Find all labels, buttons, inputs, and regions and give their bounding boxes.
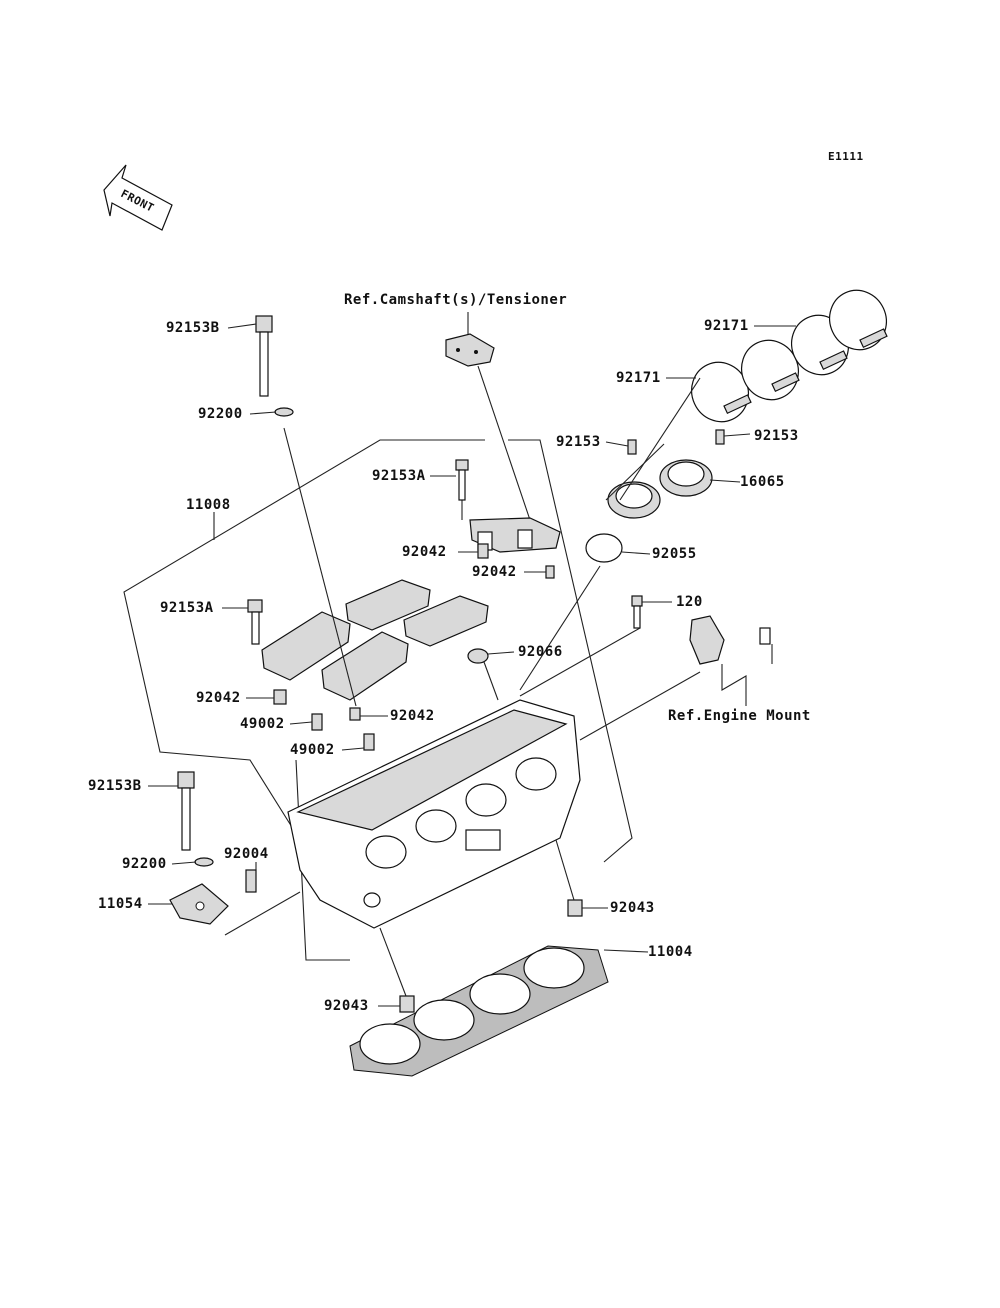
part-label: 92153 <box>556 434 601 450</box>
dowel-92042-b <box>545 565 555 579</box>
part-label: 92004 <box>224 846 269 862</box>
part-label: 92042 <box>196 690 241 706</box>
cam-caps-left <box>261 579 489 701</box>
diagram-code: E1111 <box>828 150 864 163</box>
part-label: 92042 <box>390 708 435 724</box>
part-label: 92153B <box>88 778 142 794</box>
ref-engine-mount-label: Ref.Engine Mount <box>668 708 811 724</box>
bolt-92153A-upper <box>455 459 469 501</box>
head-gasket-11004 <box>349 945 609 1077</box>
part-label: 92042 <box>402 544 447 560</box>
part-label: 11054 <box>98 896 143 912</box>
camshaft-tensioner-bracket <box>445 333 495 367</box>
dowel-92042-a <box>477 543 489 559</box>
leader-lines <box>148 323 796 1007</box>
part-label: 92153B <box>166 320 220 336</box>
dowel-92043-bottom <box>399 995 415 1013</box>
dowel-92042-d <box>349 707 361 721</box>
stud-92004 <box>245 869 257 893</box>
plug-92066 <box>467 648 489 664</box>
washer-92200-top <box>274 407 294 417</box>
clamps-92171 <box>691 289 888 423</box>
bolt-92153A-left <box>247 599 263 645</box>
part-label: 92042 <box>472 564 517 580</box>
engine-mount-bracket <box>689 615 771 665</box>
part-label: 92043 <box>324 998 369 1014</box>
dowel-92042-c <box>273 689 287 705</box>
part-label: 11008 <box>186 497 231 513</box>
sleeve-49002-b <box>363 733 375 751</box>
part-label: 92055 <box>652 546 697 562</box>
part-label: 92153 <box>754 428 799 444</box>
part-label: 120 <box>676 594 703 610</box>
bolt-92153B-bottom <box>177 771 195 851</box>
washer-92200-bottom <box>194 857 214 867</box>
screw-92153-b <box>715 429 725 445</box>
bolt-92153B-top <box>255 315 273 397</box>
bolt-120 <box>631 595 643 629</box>
cylinder-head <box>287 699 581 929</box>
oring-92055 <box>585 533 623 563</box>
part-label: 92171 <box>704 318 749 334</box>
part-label: 92200 <box>198 406 243 422</box>
part-label: 49002 <box>290 742 335 758</box>
part-label: 92200 <box>122 856 167 872</box>
ref-camshaft-label: Ref.Camshaft(s)/Tensioner <box>344 292 567 308</box>
subassembly-frame <box>123 439 485 841</box>
holders-16065 <box>607 459 713 519</box>
screw-92153-a <box>627 439 637 455</box>
dowel-92043-right <box>567 899 583 917</box>
part-label: 11004 <box>648 944 693 960</box>
part-label: 92153A <box>160 600 214 616</box>
part-label: 92066 <box>518 644 563 660</box>
part-label: 92043 <box>610 900 655 916</box>
part-label: 92153A <box>372 468 426 484</box>
part-label: 92171 <box>616 370 661 386</box>
part-label: 16065 <box>740 474 785 490</box>
front-arrow-icon: FRONT <box>103 164 173 231</box>
bracket-11054 <box>169 883 229 925</box>
sleeve-49002-a <box>311 713 323 731</box>
part-label: 49002 <box>240 716 285 732</box>
